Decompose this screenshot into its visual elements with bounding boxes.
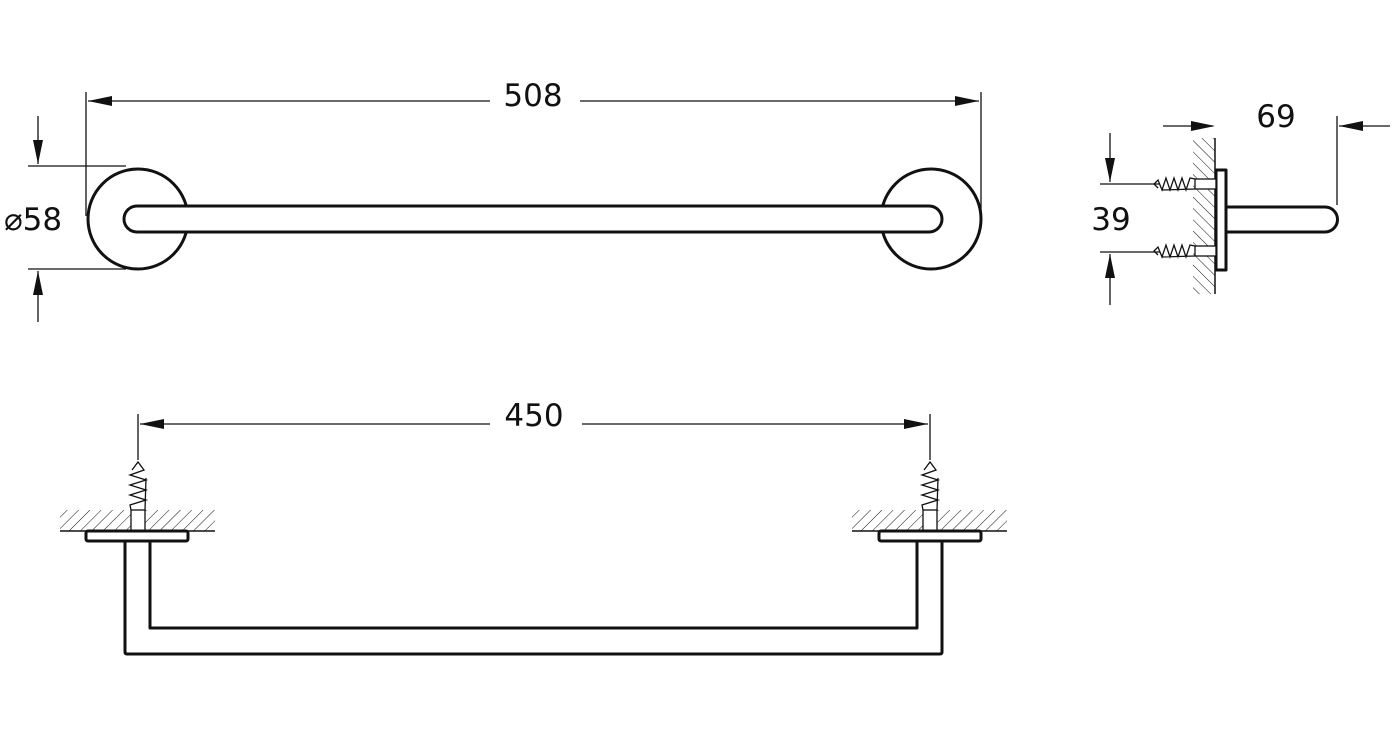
screw-lower xyxy=(1153,242,1217,260)
front-view xyxy=(86,167,983,271)
rosette-plate-side xyxy=(1214,168,1228,272)
bar-stem-side xyxy=(1224,205,1339,234)
towel-bar xyxy=(122,204,944,234)
dimension-screw-spacing: 39 xyxy=(1091,133,1160,305)
wall-section xyxy=(1193,138,1215,294)
screw-right xyxy=(919,460,941,532)
towel-bar-top xyxy=(123,539,944,656)
top-view xyxy=(60,460,1007,656)
screw-left xyxy=(127,460,149,532)
dimension-mounting-centers: 450 xyxy=(137,398,931,460)
dimension-label-39: 39 xyxy=(1091,202,1130,238)
dimension-label-diameter: ⌀58 xyxy=(4,202,62,238)
dimension-label-450: 450 xyxy=(504,398,563,434)
dimension-label-69: 69 xyxy=(1256,99,1295,135)
side-view xyxy=(1153,138,1339,294)
screw-upper xyxy=(1153,175,1217,193)
dimension-overall-length: 508 xyxy=(85,78,982,216)
dimension-label-508: 508 xyxy=(503,78,562,114)
rosette-plate-left xyxy=(84,529,190,543)
dimension-projection: 69 xyxy=(1163,99,1390,205)
dimension-rosette-diameter: ⌀58 xyxy=(4,116,126,322)
rosette-plate-right xyxy=(877,529,983,543)
